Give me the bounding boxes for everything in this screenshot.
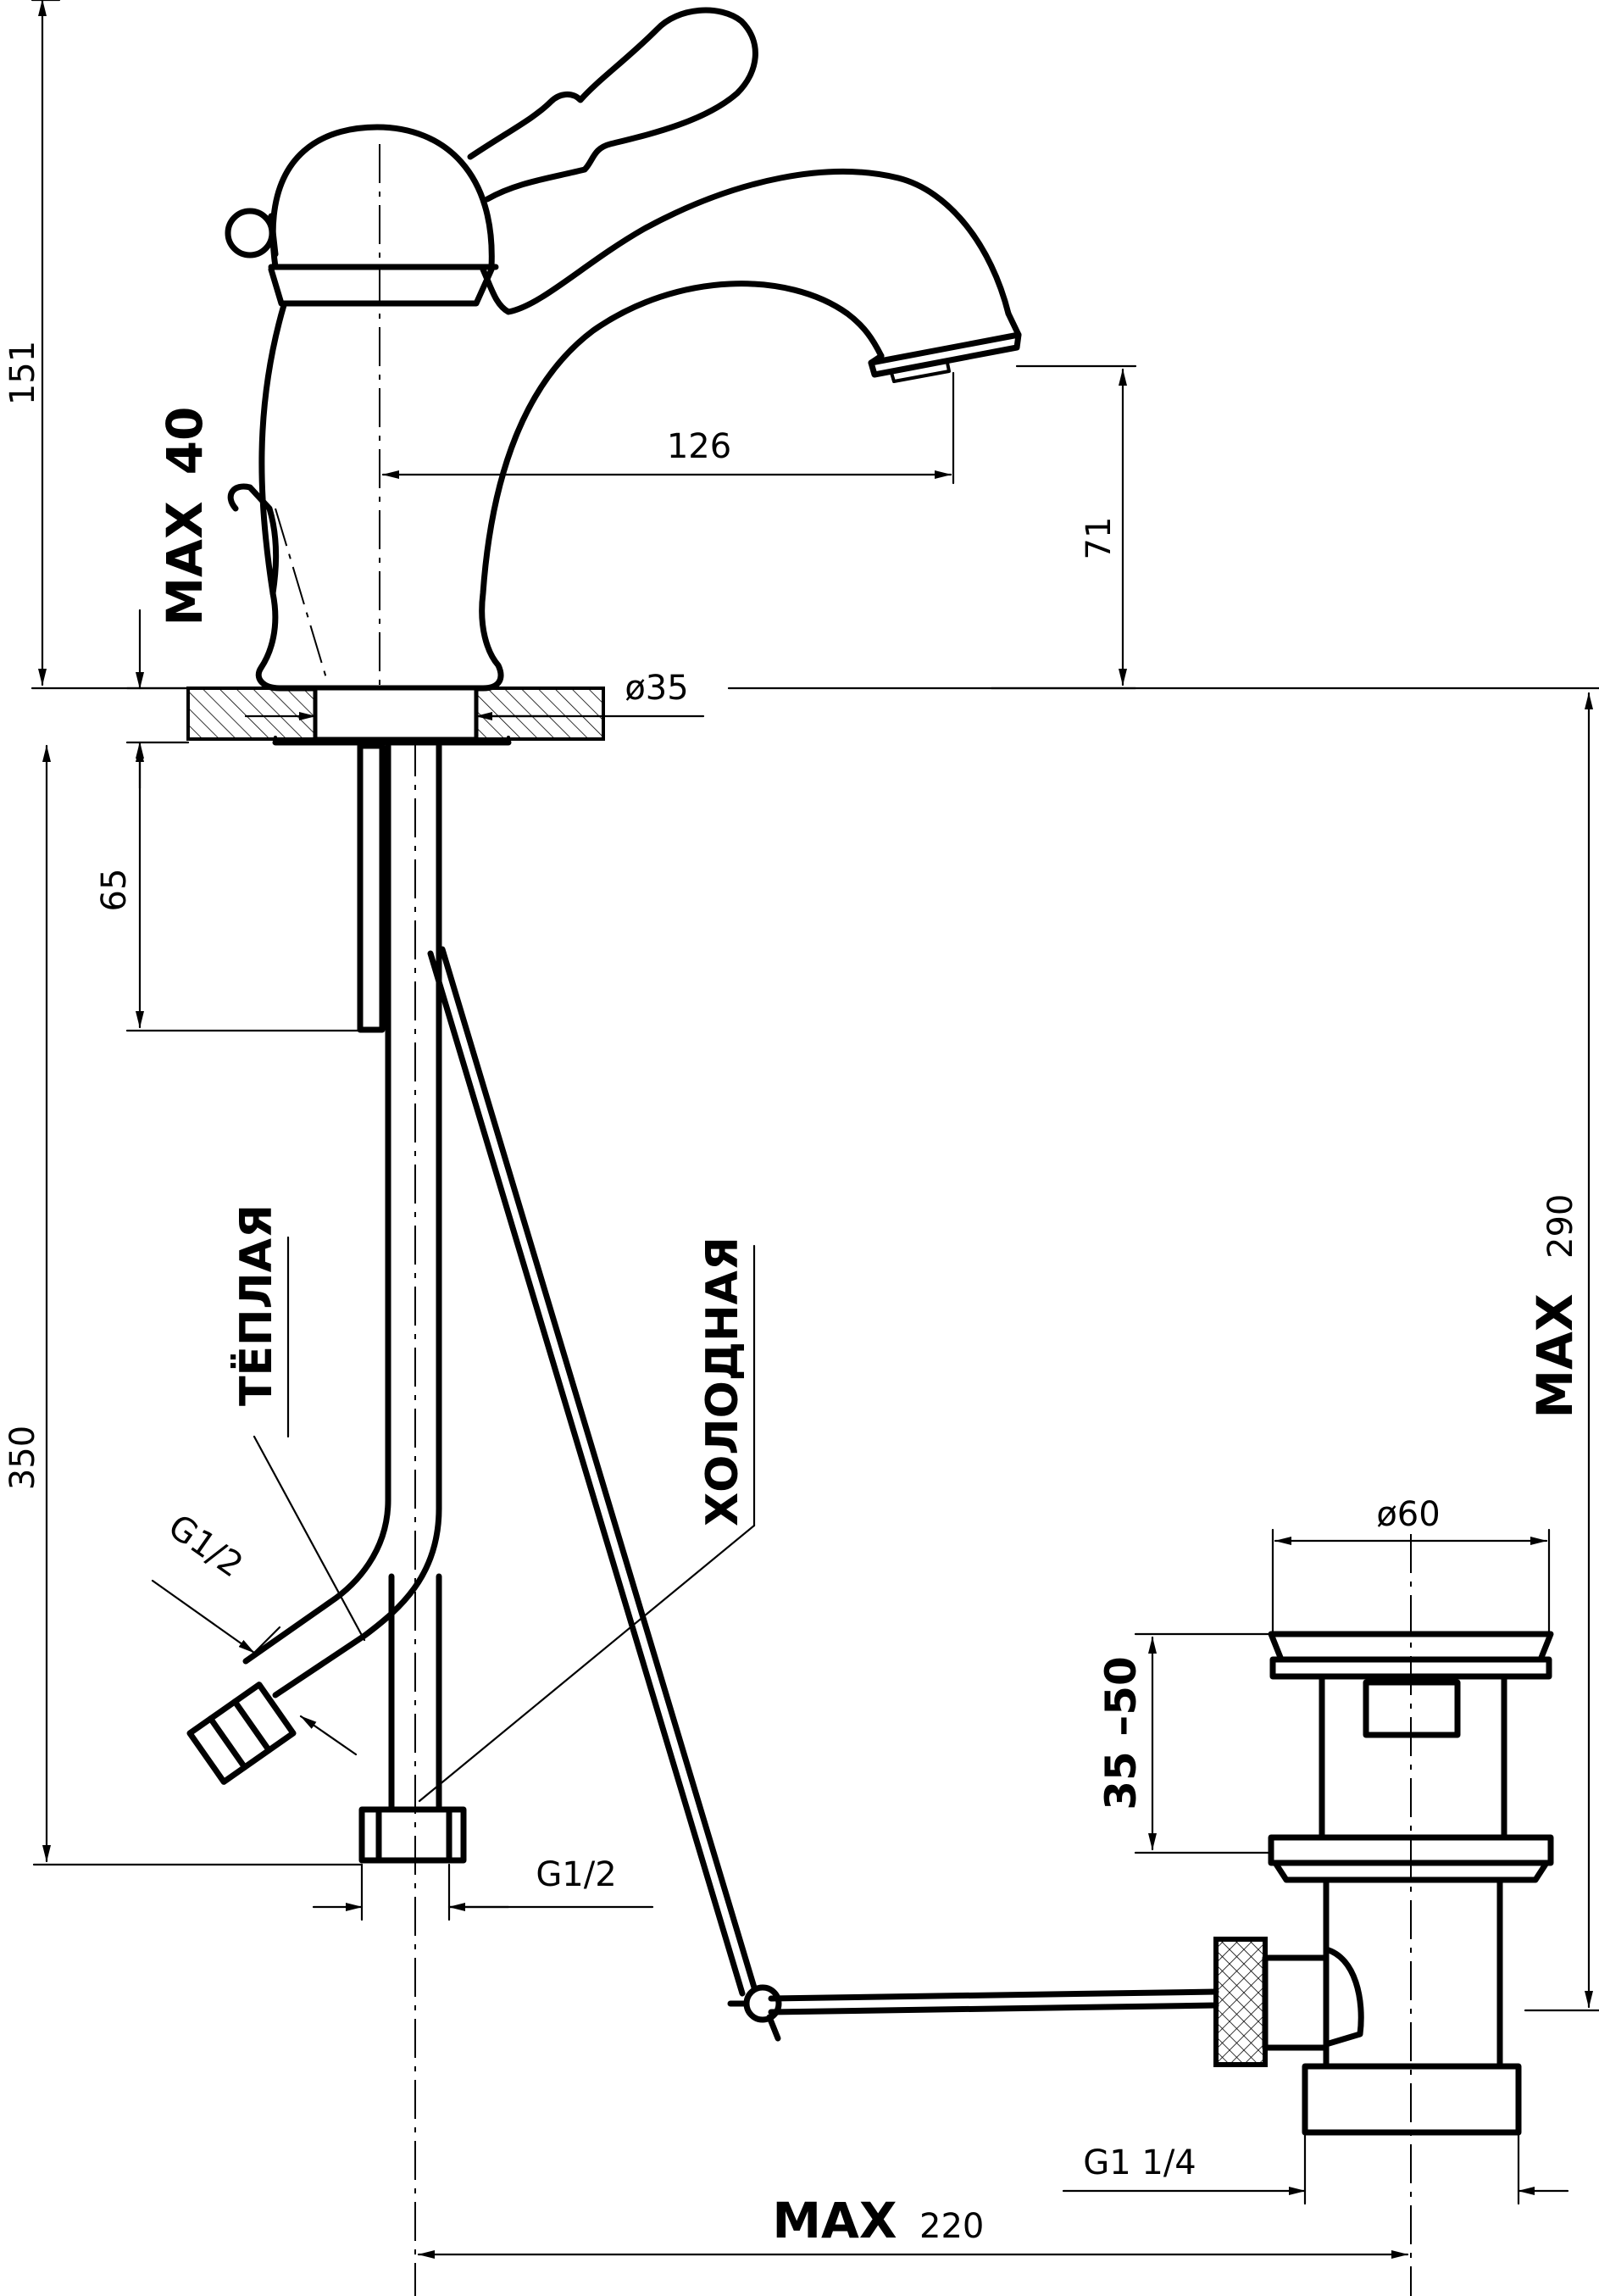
- dim-hose-thread-bottom: G1/2: [536, 1855, 616, 1894]
- dim-hose-thread-angled: G1/2: [161, 1507, 250, 1585]
- dim-max-thickness-label: MAX: [156, 501, 214, 625]
- dim-max-drain-label: MAX: [1526, 1293, 1584, 1418]
- dim-max-rod-value: 220: [919, 2207, 984, 2246]
- dim-overall-height: 151: [3, 341, 42, 405]
- dimension-labels: 151 126 71 ø35 MAX 40 65 350 G1/2 G1/2 M…: [3, 341, 1584, 2249]
- label-cold: ХОЛОДНАЯ: [697, 1237, 748, 1526]
- shank-and-hoses: [186, 742, 758, 1997]
- dim-max-drain-value: 290: [1541, 1194, 1580, 1259]
- dim-plug-range: 35 –50: [1097, 1656, 1146, 1810]
- dim-max-drain-height: MAX 290: [1526, 1194, 1584, 1419]
- dim-drain-thread: G1 1/4: [1083, 2143, 1196, 2182]
- basin-deck: [186, 686, 605, 746]
- dim-shank-length: 65: [95, 869, 134, 912]
- dim-max-rod-length: MAX 220: [772, 2192, 984, 2249]
- dim-hole-diameter: ø35: [625, 669, 688, 708]
- dim-spout-height: 71: [1080, 517, 1119, 560]
- dim-spout-reach: 126: [667, 427, 731, 466]
- dim-max-thickness-value: 40: [156, 407, 214, 475]
- dim-max-rod-label: MAX: [772, 2192, 897, 2249]
- faucet-body: [225, 7, 1022, 692]
- label-warm: ТЁПЛАЯ: [230, 1204, 282, 1406]
- dim-max-thickness: MAX 40: [156, 407, 214, 626]
- drain-assembly: [727, 1631, 1554, 2136]
- dimension-lines: [31, 0, 1599, 2259]
- dim-plug-diameter: ø60: [1376, 1495, 1440, 1534]
- dim-hose-length: 350: [3, 1426, 42, 1490]
